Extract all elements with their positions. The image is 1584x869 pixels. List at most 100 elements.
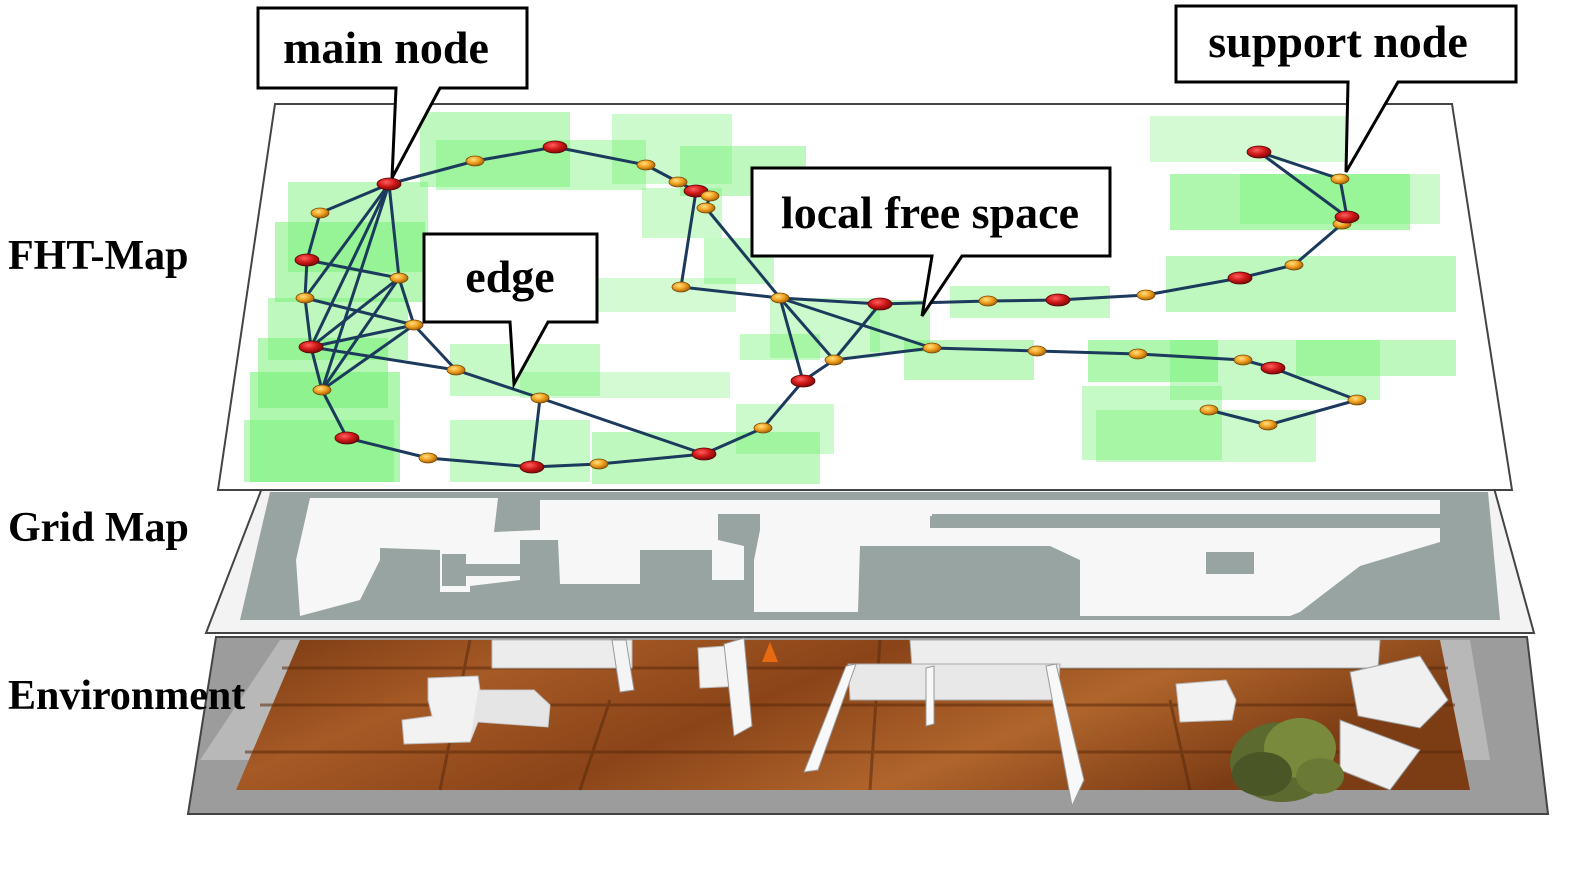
support-node <box>1128 348 1148 360</box>
support-node <box>465 155 485 167</box>
free-space-patch <box>596 278 736 312</box>
graph-edge <box>1137 352 1244 362</box>
graph-edge <box>598 452 705 466</box>
main-node <box>1045 293 1071 307</box>
graph-nodes <box>294 140 1367 474</box>
free-space-patch <box>520 372 730 398</box>
graph-edge <box>309 183 391 348</box>
support-node <box>446 364 466 376</box>
local-free-space-patches <box>244 112 1456 484</box>
support-node <box>1330 173 1350 185</box>
main-node <box>691 447 717 461</box>
graph-edge <box>879 299 989 306</box>
graph-edge <box>388 159 476 186</box>
graph-edge <box>931 346 1038 353</box>
traffic-cone <box>762 642 778 662</box>
callout-local-free-space-text: local free space <box>781 187 1079 238</box>
main-node <box>298 340 324 354</box>
support-node <box>696 202 716 214</box>
support-node <box>770 292 790 304</box>
graph-edge <box>320 183 391 391</box>
graph-edge <box>539 396 705 456</box>
callout-edge-text: edge <box>465 251 554 302</box>
support-node <box>1258 419 1278 431</box>
free-space-patch <box>1082 386 1222 460</box>
grid-map-free-space <box>296 498 1440 616</box>
fht-map-layer <box>216 103 1514 491</box>
support-node <box>295 292 315 304</box>
obstacle-wall-right-2 <box>1339 719 1421 791</box>
graph-edge <box>1057 293 1147 302</box>
main-node <box>1246 145 1272 159</box>
graph-edge <box>303 297 313 348</box>
support-node <box>418 452 438 464</box>
graph-edge <box>321 323 415 392</box>
obstacle-wall-3 <box>803 663 857 773</box>
graph-edge <box>1293 222 1343 267</box>
support-node <box>312 384 332 396</box>
graph-edge <box>397 277 416 326</box>
main-node <box>376 177 402 191</box>
support-node <box>1027 345 1047 357</box>
support-node <box>700 190 720 202</box>
graph-edge <box>387 183 401 279</box>
support-node <box>310 207 330 219</box>
free-space-patch <box>1088 340 1218 382</box>
obstacle-wall-2 <box>723 637 753 737</box>
obstacle-block-top <box>491 639 633 669</box>
graph-edge <box>1258 150 1341 181</box>
graph-edge <box>304 296 415 327</box>
support-node <box>1199 404 1219 416</box>
graph-edge <box>778 297 836 361</box>
main-node <box>1260 361 1286 375</box>
main-node <box>790 374 816 388</box>
graph-edges <box>303 145 1358 469</box>
layer-label-grid-map: Grid Map <box>8 505 189 551</box>
obstacle-wall-4 <box>925 665 935 727</box>
graph-edge <box>703 426 764 456</box>
layer-label-fht-map: FHT-Map <box>8 233 189 279</box>
main-node <box>867 297 893 311</box>
main-node <box>294 253 320 267</box>
graph-edge <box>1272 366 1358 402</box>
callout-support-node: support node <box>1174 4 1518 173</box>
graph-edge <box>1036 349 1139 356</box>
support-node <box>589 458 609 470</box>
graph-edge <box>554 145 647 167</box>
graph-edge <box>704 207 782 299</box>
graph-edge <box>778 297 805 382</box>
graph-edge <box>474 145 556 163</box>
free-space-patch <box>612 114 732 184</box>
graph-edge <box>779 296 881 306</box>
support-node <box>636 159 656 171</box>
grid-map-layer <box>204 487 1536 634</box>
obstacle-wall-room <box>847 663 1061 701</box>
graph-edge <box>455 368 541 400</box>
graph-edge <box>1208 408 1269 427</box>
graph-edge <box>761 380 805 429</box>
graph-edge <box>530 397 542 468</box>
support-node <box>978 295 998 307</box>
support-node <box>922 342 942 354</box>
callout-local-free-space: local free space <box>750 166 1112 317</box>
graph-edge <box>320 277 401 391</box>
obstacle-wall-1 <box>611 639 635 693</box>
free-space-patch <box>1296 340 1456 376</box>
graph-edge <box>346 436 429 460</box>
layer-label-environment: Environment <box>8 673 246 719</box>
graph-edge <box>412 323 458 372</box>
free-space-patch <box>740 334 820 360</box>
environment-layer <box>186 636 1550 815</box>
support-node <box>1136 289 1156 301</box>
graph-edge <box>832 303 882 361</box>
graph-edge <box>1258 150 1348 219</box>
callout-main-node: main node <box>256 6 529 179</box>
graph-edge <box>680 285 781 300</box>
support-node <box>1347 394 1367 406</box>
graph-edge <box>833 346 933 362</box>
obstacle-block-left <box>401 675 551 745</box>
graph-edge <box>1267 398 1358 427</box>
graph-edge <box>309 346 324 391</box>
callout-edge: edge <box>422 232 599 390</box>
